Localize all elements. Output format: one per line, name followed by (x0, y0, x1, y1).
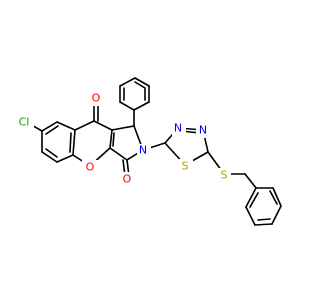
bond (56, 154, 74, 163)
label-bg (172, 122, 186, 136)
atom-o-bottom: O (123, 173, 132, 186)
bond (93, 120, 113, 131)
bonds (27, 77, 282, 226)
atom-cl: Cl (19, 116, 30, 129)
bond (249, 192, 259, 208)
atom-o-ring: O (86, 161, 95, 174)
label-bg (137, 144, 151, 158)
bond (45, 125, 59, 135)
bond (69, 132, 72, 153)
label-bg (119, 172, 137, 186)
bond (245, 187, 257, 208)
bond (74, 120, 95, 131)
bond (119, 101, 135, 111)
bond (134, 77, 150, 87)
bond (109, 147, 128, 161)
bond (257, 218, 271, 221)
bond (134, 81, 146, 89)
atom-o-top: O (92, 92, 101, 105)
bond (112, 132, 115, 147)
atom-labels: O O O N N N S S Cl (14, 92, 231, 186)
bond (109, 129, 113, 149)
bond (56, 121, 76, 131)
label-bg (196, 124, 210, 138)
molecule-structure: O O O N N N S S Cl (14, 77, 282, 226)
bond (111, 125, 135, 131)
bond (72, 129, 76, 156)
label-bg (82, 160, 98, 174)
bond (45, 148, 58, 158)
bond (41, 121, 58, 132)
bond (269, 190, 278, 205)
label-bg (217, 168, 231, 182)
bond (272, 187, 282, 207)
atom-n-thiadiazole-1: N (174, 122, 182, 135)
bond (244, 173, 257, 189)
bond (41, 151, 58, 163)
atom-s-thiadiazole: S (182, 160, 189, 173)
bond (271, 205, 282, 225)
label-bg (14, 115, 34, 129)
atom-s-thioether: S (221, 169, 228, 182)
label-bg (86, 92, 106, 106)
bond (133, 101, 150, 111)
bond (119, 77, 136, 87)
bond (245, 206, 256, 226)
bond (254, 223, 273, 226)
atom-n-pyrrole: N (139, 144, 147, 157)
label-bg (179, 159, 193, 173)
atom-n-thiadiazole-2: N (199, 124, 207, 137)
